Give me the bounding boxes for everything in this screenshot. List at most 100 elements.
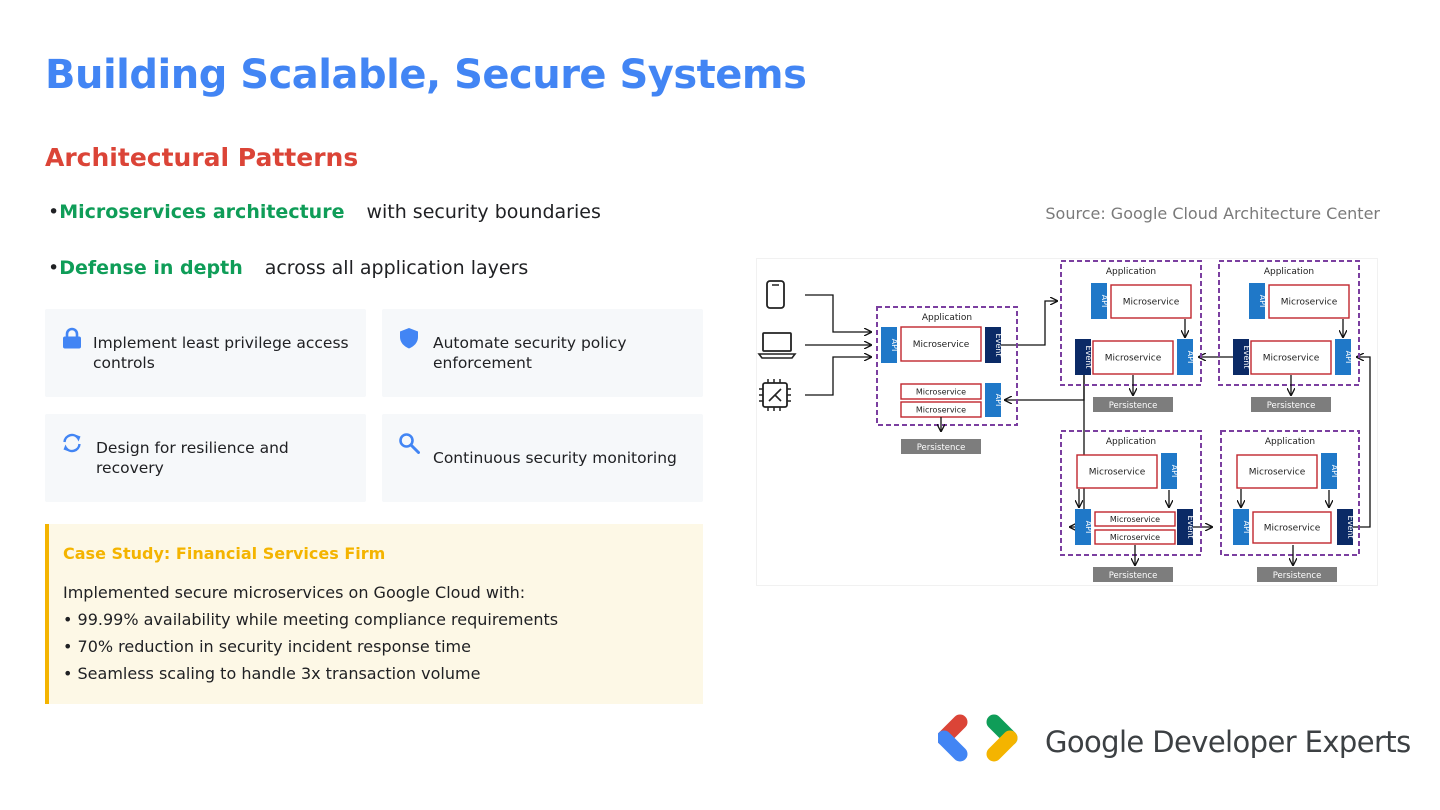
card-least-privilege: Implement least privilege access control… [45,309,366,397]
application-label: Application [1264,267,1314,277]
microservice-label: Microservice [1123,298,1180,308]
card-policy-enforcement: Automate security policy enforcement [382,309,703,397]
application-frame [1060,260,1202,386]
microservice-label: Microservice [1263,354,1320,364]
persistence-label: Persistence [1273,571,1322,581]
persistence-box [901,439,981,454]
event-box [1177,509,1193,545]
iot-chip-icon [759,379,791,411]
slide-title: Building Scalable, Secure Systems [45,52,807,98]
case-study-intro: Implemented secure microservices on Goog… [63,583,526,602]
event-label: Event [1084,346,1093,369]
api-label: API [1170,465,1179,478]
persistence-label: Persistence [1109,571,1158,581]
api-box [1233,509,1249,545]
api-label: API [1242,521,1251,534]
microservice-box [1236,454,1318,489]
event-label: Event [1346,516,1355,539]
microservice-box [1094,511,1176,527]
google-developer-experts-logo [938,714,1018,762]
api-label: API [1084,521,1093,534]
microservice-box [900,326,982,362]
persistence-label: Persistence [1109,401,1158,411]
application-frame [1218,260,1360,386]
bullet-defense-in-depth: •Defense in depth across all application … [48,257,528,279]
application-label: Application [1265,437,1315,447]
event-box [985,327,1001,363]
microservice-box [1250,340,1332,375]
event-label: Event [1242,346,1251,369]
persistence-label: Persistence [1267,401,1316,411]
bullet-text: across all application layers [264,257,529,279]
event-label: Event [994,334,1003,357]
bullet-highlight: Microservices architecture [59,201,345,223]
api-box [1075,509,1091,545]
event-box [1075,339,1091,375]
application-label: Application [1106,437,1156,447]
microservice-box [1092,340,1174,375]
persistence-box [1251,397,1331,412]
microservice-label: Microservice [916,406,966,415]
mobile-phone-icon [766,280,785,309]
event-label: Event [1186,516,1195,539]
microservice-label: Microservice [1089,468,1146,478]
application-frame [876,306,1018,426]
api-label: API [1330,465,1339,478]
card-resilience: Design for resilience and recovery [45,414,366,502]
microservice-label: Microservice [1110,515,1160,524]
event-box [1337,509,1353,545]
card-text: Automate security policy enforcement [433,334,627,372]
source-caption: Source: Google Cloud Architecture Center [1045,204,1380,223]
microservice-box [1076,454,1158,489]
case-study-box: Case Study: Financial Services Firm Impl… [45,524,703,704]
case-study-title: Case Study: Financial Services Firm [63,544,386,563]
microservice-label: Microservice [1264,524,1321,534]
persistence-label: Persistence [917,443,966,453]
api-label: API [1344,351,1353,364]
microservice-box [1268,284,1350,319]
persistence-box [1093,567,1173,582]
api-label: API [1100,295,1109,308]
bullet-text: with security boundaries [366,201,601,223]
bullet-marker: • [48,201,60,223]
application-frame [1060,430,1202,556]
application-label: Application [1106,267,1156,277]
case-study-point: • 70% reduction in security incident res… [63,637,471,656]
microservice-box [1110,284,1192,319]
laptop-icon [757,332,797,359]
card-text: Implement least privilege access control… [93,334,349,372]
microservice-label: Microservice [916,388,966,397]
microservice-box [1252,511,1332,544]
microservice-label: Microservice [1281,298,1338,308]
microservice-box [900,383,982,400]
case-study-point: • Seamless scaling to handle 3x transact… [63,664,481,683]
api-label: API [994,394,1003,407]
microservice-label: Microservice [913,340,970,350]
bullet-highlight: Defense in depth [59,257,243,279]
bullet-marker: • [48,257,60,279]
api-box [1161,453,1177,489]
persistence-box [1093,397,1173,412]
microservice-label: Microservice [1249,468,1306,478]
search-icon [399,433,420,454]
api-box [1177,339,1193,375]
case-study-point: • 99.99% availability while meeting comp… [63,610,559,629]
bullet-microservices: •Microservices architecture with security… [48,201,601,223]
api-label: API [1186,351,1195,364]
card-text: Design for resilience and recovery [96,439,289,477]
microservice-box [1094,529,1176,545]
api-box [1335,339,1351,375]
api-box [1321,453,1337,489]
event-box [1233,339,1249,375]
api-box [985,383,1001,417]
application-label: Application [922,313,972,323]
card-monitoring: Continuous security monitoring [382,414,703,502]
card-text: Continuous security monitoring [433,449,677,467]
application-frame [1220,430,1360,556]
api-label: API [890,339,899,352]
section-subtitle: Architectural Patterns [45,143,359,172]
api-label: API [1258,295,1267,308]
shield-icon [400,328,418,349]
